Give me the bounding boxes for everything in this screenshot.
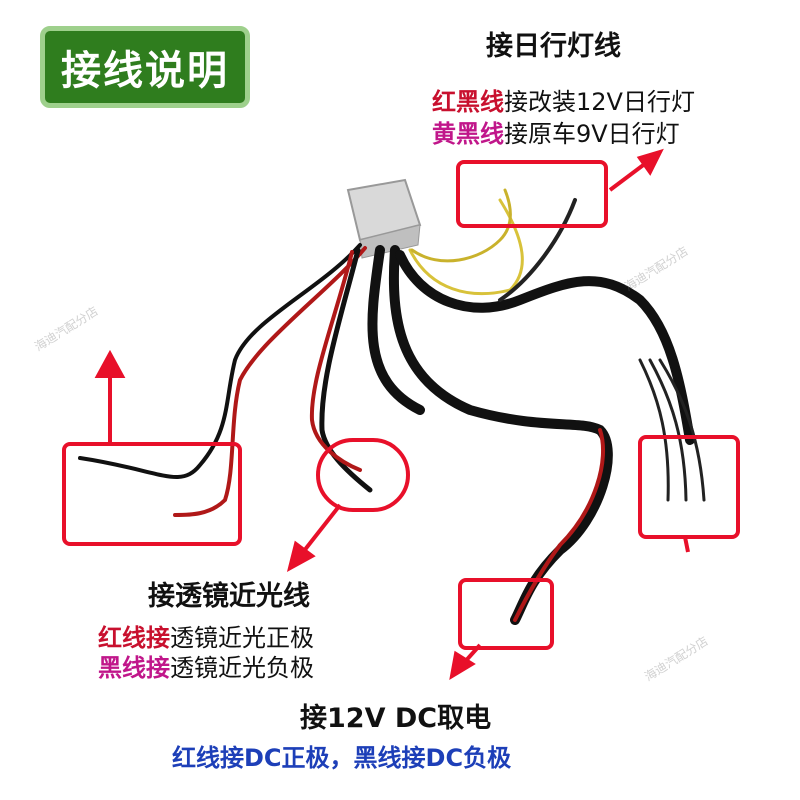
drl-line-1-color: 红黑线 xyxy=(432,88,504,116)
lens-heading: 接透镜近光线 xyxy=(148,581,310,612)
arrows xyxy=(94,148,690,680)
lens-line-1-color: 红线接 xyxy=(98,624,170,652)
lens-box xyxy=(316,438,410,512)
drl-line-1: 红黑线接改装12V日行灯 xyxy=(432,82,695,117)
drl-line-2-color: 黄黑线 xyxy=(432,120,504,148)
power-box xyxy=(458,578,554,650)
drl-box xyxy=(456,160,608,228)
drl-line-2: 黄黑线接原车9V日行灯 xyxy=(432,114,680,149)
title-badge: 接线说明 xyxy=(40,26,250,108)
highlight-boxes xyxy=(62,160,740,650)
drl-line-1-rest: 接改装12V日行灯 xyxy=(504,88,695,116)
drl-heading: 接日行灯线 xyxy=(486,31,621,62)
power-heading: 接12V DC取电 xyxy=(300,703,492,734)
lens-line-2: 黑线接透镜近光负极 xyxy=(98,648,314,683)
lens-line-1-rest: 透镜近光正极 xyxy=(170,624,314,652)
wire-bundle xyxy=(78,188,706,625)
pin-box xyxy=(638,435,740,539)
power-line-1: 红线接DC正极，黑线接DC负极 xyxy=(172,744,512,772)
lens-line-1: 红线接透镜近光正极 xyxy=(98,618,314,653)
left-wire-box xyxy=(62,442,242,546)
lens-line-2-color: 黑线接 xyxy=(98,654,170,682)
drl-line-2-rest: 接原车9V日行灯 xyxy=(504,120,680,148)
lens-line-2-rest: 透镜近光负极 xyxy=(170,654,314,682)
